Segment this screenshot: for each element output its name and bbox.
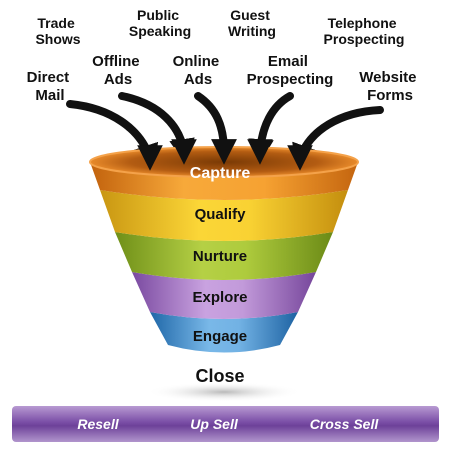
label-direct-mail: Direct Mail <box>27 69 74 104</box>
bar-item-cross-sell: Cross Sell <box>310 416 380 432</box>
label-telephone-prospecting: Telephone Prospecting <box>324 15 405 47</box>
funnel: Capture Qualify Nurture Explore Engage C… <box>89 139 359 402</box>
bar-item-resell: Resell <box>77 416 119 432</box>
source-labels: Trade Shows Public Speaking Guest Writin… <box>35 7 404 47</box>
funnel-band-engage <box>150 312 298 353</box>
funnel-band-qualify <box>100 190 348 241</box>
arrow-tips <box>137 139 313 171</box>
label-trade-shows: Trade Shows <box>35 15 80 47</box>
label-guest-writing: Guest Writing <box>228 7 276 39</box>
stage-explore: Explore <box>192 289 247 306</box>
funnel-shadow <box>146 382 302 402</box>
funnel-stage-labels: Capture Qualify Nurture Explore Engage <box>190 165 251 345</box>
funnel-band-explore <box>132 272 316 319</box>
stage-nurture: Nurture <box>193 248 247 265</box>
label-offline-ads: Offline Ads <box>92 53 144 88</box>
label-public-speaking: Public Speaking <box>129 7 191 39</box>
stage-capture: Capture <box>190 165 251 182</box>
stage-qualify: Qualify <box>195 206 247 223</box>
bar-item-up-sell: Up Sell <box>190 416 239 432</box>
label-website-forms: Website Forms <box>359 69 420 104</box>
source-labels-lower: Direct Mail Offline Ads Online Ads Email… <box>27 53 420 104</box>
post-sale-bar: Resell Up Sell Cross Sell <box>12 406 439 442</box>
stage-engage: Engage <box>193 328 247 345</box>
funnel-band-nurture <box>115 232 333 280</box>
label-email-prospecting: Email Prospecting <box>247 53 334 88</box>
post-sale-bar-background <box>12 406 439 442</box>
stage-close: Close <box>195 366 244 386</box>
label-online-ads: Online Ads <box>173 53 224 88</box>
